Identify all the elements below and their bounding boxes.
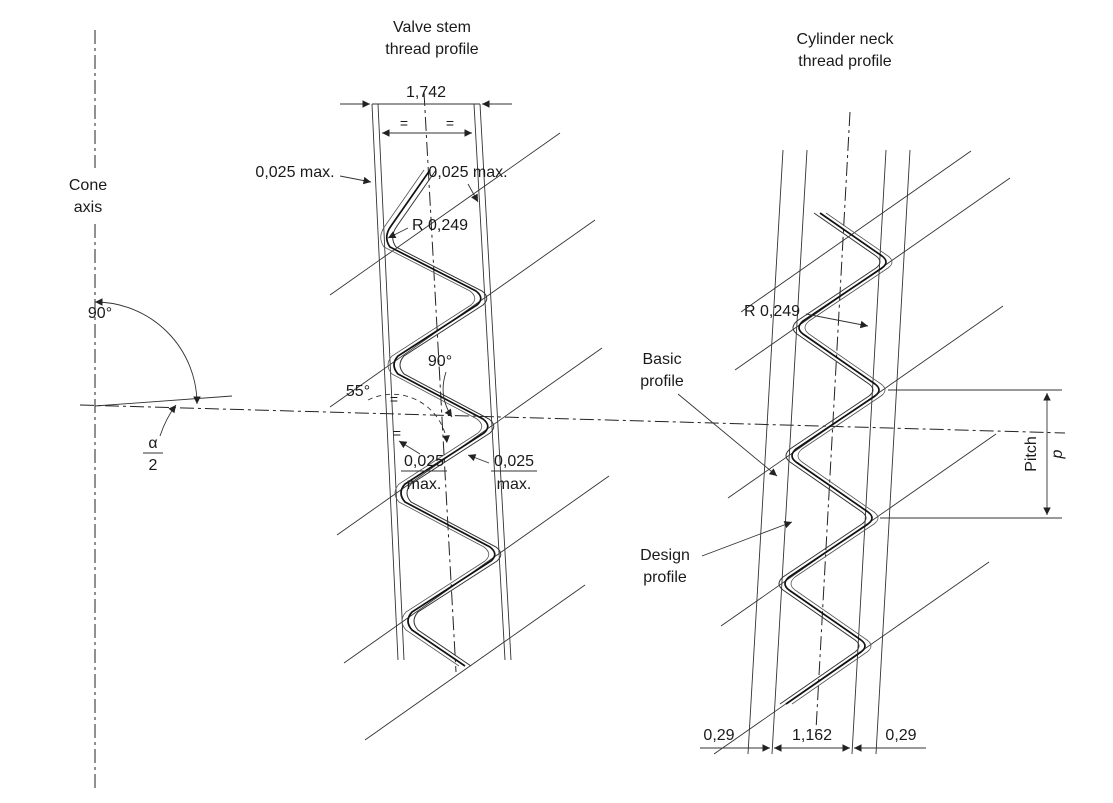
valve-left-envelope-outer (371, 103, 399, 661)
angle-90-label: 90° (88, 305, 112, 322)
cone-axis-label-line1: Cone (69, 177, 107, 194)
valve-title-line2: thread profile (385, 41, 478, 58)
basic-profile-arrow (677, 393, 778, 477)
bottom-dim-left-label: 0,29 (703, 727, 734, 744)
valve-profile-basic (385, 169, 496, 667)
valve-tolerance-top-right-arrow (467, 183, 479, 203)
cylinder-centerline (815, 111, 851, 731)
design-profile-label-line1: Design (640, 547, 690, 564)
valve-tolerance-bottom-right-value: 0,025 (494, 453, 534, 470)
valve-title-line1: Valve stem (393, 19, 471, 36)
cylinder-title-line1: Cylinder neck (797, 31, 895, 48)
valve-right-envelope-outer (479, 103, 512, 661)
bottom-dim-middle-label: 1,162 (792, 727, 832, 744)
valve-tolerance-top-left-arrow (339, 175, 372, 185)
design-profile-label-line2: profile (643, 569, 687, 586)
perpendicular-reference-line (94, 395, 233, 407)
valve-tolerance-bottom-left-value: 0,025 (404, 453, 444, 470)
valve-angle-90-arrow (442, 371, 453, 418)
valve-profile-design-outer (380, 169, 490, 667)
valve-construction-line (364, 584, 586, 741)
cylinder-title-line2: thread profile (798, 53, 891, 70)
valve-tolerance-top-right-label: 0,025 max. (428, 164, 507, 181)
cylinder-left-envelope-inner (771, 149, 808, 755)
cylinder-profile-basic (784, 212, 887, 705)
cylinder-left-envelope-outer (747, 149, 784, 755)
basic-profile-label-line2: profile (640, 373, 684, 390)
valve-angle-90-label: 90° (428, 353, 452, 370)
valve-radius-label: R 0,249 (412, 217, 468, 234)
valve-tolerance-bottom-right-max: max. (497, 476, 532, 493)
cone-axis-group: Cone axis 90° α 2 (69, 30, 1066, 792)
valve-tolerance-bottom-left-arrow (398, 440, 421, 455)
valve-tolerance-top-left-label: 0,025 max. (255, 164, 334, 181)
bottom-dim-right-label: 0,29 (885, 727, 916, 744)
cone-axis-label-line2: axis (74, 199, 102, 216)
valve-left-envelope-inner (377, 103, 405, 661)
cylinder-right-envelope-outer (875, 149, 911, 755)
valve-tolerance-bottom-right-arrow (467, 454, 490, 464)
alpha-label: α (148, 435, 157, 452)
cylinder-radius-label: R 0,249 (744, 303, 800, 320)
valve-equal-mid-lower: = (393, 425, 401, 441)
cylinder-profile-design-inner (778, 212, 881, 705)
valve-profile-design-inner (392, 169, 502, 667)
valve-construction-line (329, 132, 561, 296)
basic-profile-label-line1: Basic (642, 351, 681, 368)
valve-equal-mid-upper: = (390, 391, 398, 407)
valve-angle-55-arc (367, 393, 450, 444)
design-profile-arrow (701, 521, 793, 557)
pitch-symbol: p (1049, 449, 1066, 459)
cylinder-profile-design-outer (790, 212, 893, 705)
pitch-label: Pitch (1023, 436, 1040, 472)
angle-90-arc (94, 298, 201, 405)
cylinder-construction-line (740, 150, 972, 313)
valve-equal-right: = (446, 115, 454, 131)
valve-radius-arrow (387, 227, 409, 239)
valve-right-envelope-inner (473, 103, 506, 661)
cylinder-neck-profile-group: Cylinder neck thread profile R 0,249 Bas… (640, 31, 1066, 755)
valve-stem-profile-group: Valve stem thread profile 1,742 = = 0,02… (255, 19, 610, 741)
alpha-denominator: 2 (149, 457, 158, 474)
valve-equal-left: = (400, 115, 408, 131)
valve-centerline (423, 91, 457, 673)
valve-tolerance-bottom-left-max: max. (407, 476, 442, 493)
valve-width-dimension-label: 1,742 (406, 84, 446, 101)
pitch-cone-axis-line (79, 404, 1066, 434)
valve-angle-55-label: 55° (346, 383, 370, 400)
alpha-leader-arrow (159, 404, 177, 437)
cylinder-radius-arrow (805, 313, 869, 329)
